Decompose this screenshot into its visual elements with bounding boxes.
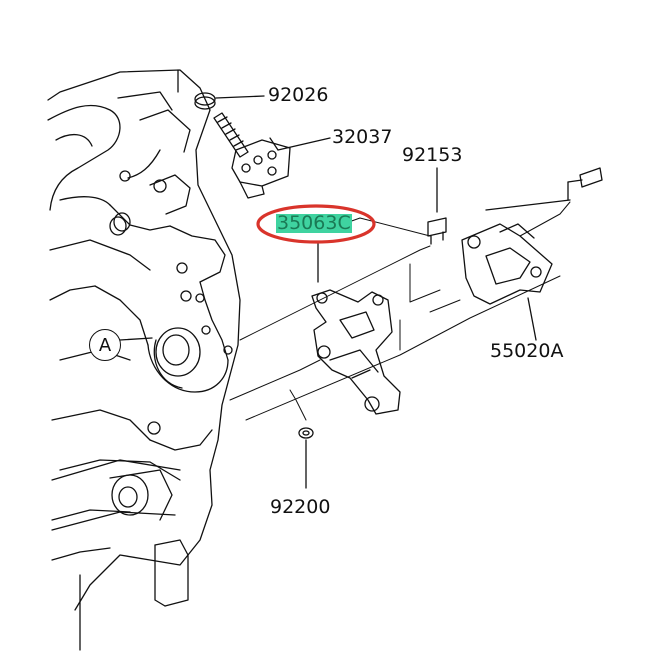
part-35063c-bracket bbox=[311, 241, 401, 415]
label-92200: 92200 bbox=[270, 496, 331, 518]
reference-callout-label: A bbox=[98, 334, 112, 356]
callout-a-leader bbox=[119, 337, 153, 341]
casing-bolts bbox=[109, 170, 233, 435]
part-92200-nut bbox=[298, 427, 314, 489]
part-55020a-bracket bbox=[461, 199, 571, 341]
label-35063c: 35063C bbox=[276, 212, 352, 234]
label-92153: 92153 bbox=[402, 144, 463, 166]
part-92026-seal bbox=[194, 92, 265, 110]
highlight-ring bbox=[256, 204, 376, 244]
leader-line-left bbox=[79, 69, 179, 651]
label-32037: 32037 bbox=[332, 126, 393, 148]
label-92026: 92026 bbox=[268, 84, 329, 106]
part-32037-lever bbox=[213, 112, 331, 199]
part-92153-bolt bbox=[427, 167, 447, 245]
top-right-bolt bbox=[567, 167, 603, 201]
bearing-port bbox=[153, 327, 201, 389]
lower-shaft bbox=[51, 459, 189, 607]
reference-callout-a: A bbox=[89, 329, 121, 361]
label-55020a: 55020A bbox=[490, 340, 564, 362]
assembly-axis-lines bbox=[229, 201, 571, 421]
engine-casing bbox=[47, 69, 241, 611]
